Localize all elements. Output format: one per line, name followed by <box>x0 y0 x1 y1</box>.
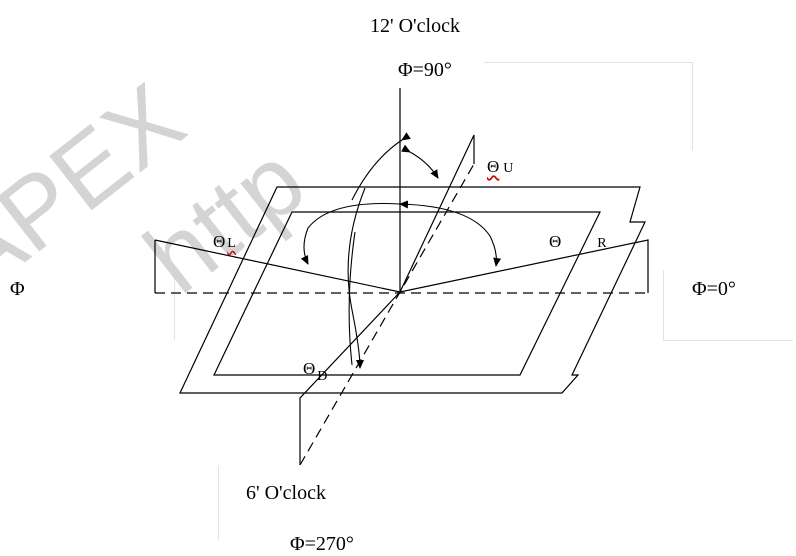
theta-d-subscript: D <box>317 369 328 384</box>
arc-down-b <box>348 231 356 366</box>
theta-l-subscript: L <box>227 236 236 251</box>
arc-left <box>300 200 409 265</box>
phi-90-label: Φ=90° <box>398 59 452 81</box>
theta-r-subscript: R <box>597 236 607 251</box>
arc-upper-right <box>401 144 439 179</box>
theta-d-symbol: Θ <box>303 359 316 378</box>
arc-upper-left <box>351 132 411 201</box>
phi-270-label: Φ=270° <box>290 533 354 555</box>
textbox-border <box>663 270 664 340</box>
vertical-plane <box>299 88 475 465</box>
arc-down <box>347 187 366 369</box>
phi-left-label: Φ <box>10 278 25 300</box>
theta-u-symbol: Θ <box>487 157 500 176</box>
theta-u-subscript: U <box>503 161 514 176</box>
textbox-border <box>663 340 793 341</box>
textbox-border <box>484 62 692 63</box>
theta-l-symbol: Θ <box>213 232 226 251</box>
display-inner-frame <box>213 211 601 376</box>
phi-0-label: Φ=0° <box>692 278 736 300</box>
theta-r-symbol: Θ <box>549 232 562 251</box>
textbox-border <box>218 466 219 540</box>
six-oclock-label: 6' O'clock <box>246 482 326 504</box>
display-outer-frame <box>179 186 646 394</box>
twelve-oclock-label: 12' O'clock <box>370 15 460 37</box>
normal-axis <box>299 163 475 466</box>
horizontal-plane <box>154 239 649 293</box>
textbox-border <box>692 62 693 150</box>
arc-right <box>399 203 502 267</box>
textbox-border <box>174 270 175 340</box>
